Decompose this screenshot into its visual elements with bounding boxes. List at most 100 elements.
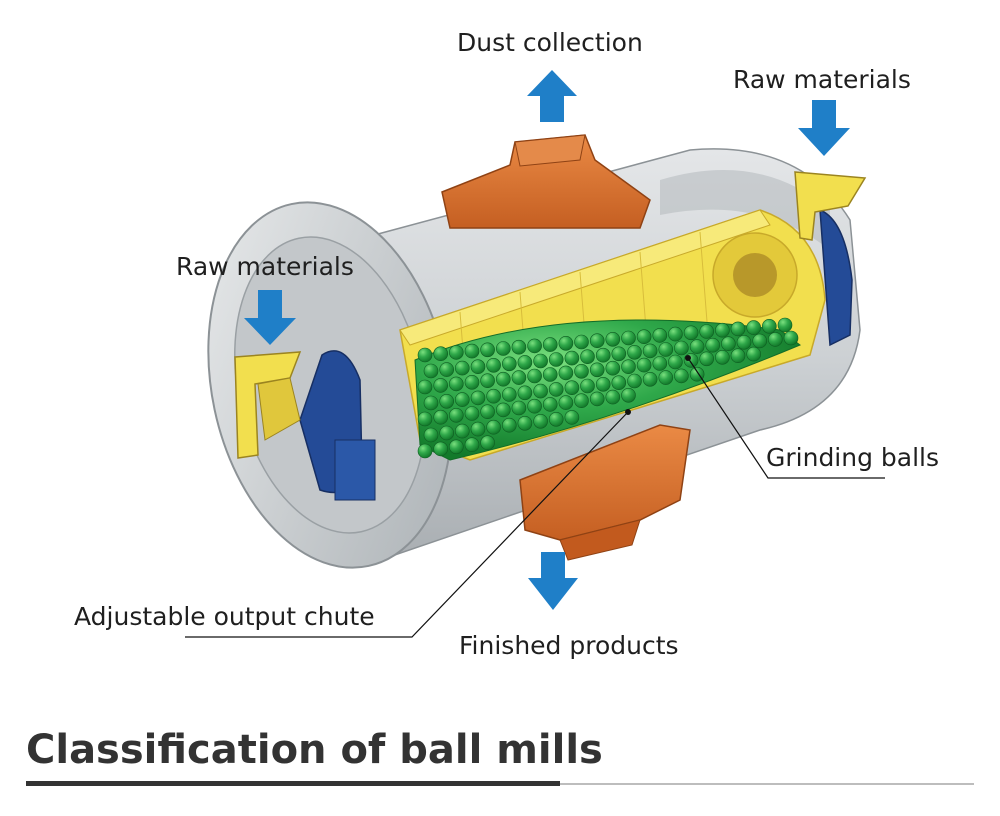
grinding-ball (470, 390, 486, 406)
grinding-ball (486, 388, 501, 404)
label-adjustable-output-chute: Adjustable output chute (74, 602, 375, 631)
grinding-ball (752, 333, 768, 349)
grinding-ball (480, 435, 495, 451)
grinding-ball (642, 371, 658, 387)
grinding-ball (705, 337, 721, 353)
grinding-ball (736, 334, 752, 350)
grinding-ball (480, 342, 495, 358)
grinding-ball (683, 353, 699, 368)
grinding-ball (730, 321, 746, 337)
grinding-ball (674, 340, 689, 356)
grinding-ball (548, 411, 564, 427)
grinding-ball (668, 326, 683, 342)
grinding-ball (652, 328, 668, 343)
grinding-ball (627, 344, 642, 360)
grinding-ball (439, 362, 455, 377)
grinding-ball (658, 342, 674, 357)
grinding-ball (517, 415, 533, 431)
arrow-dust-collection-icon (527, 70, 577, 122)
grinding-ball (527, 398, 542, 414)
grinding-ball (527, 368, 542, 384)
grinding-ball (542, 367, 558, 382)
grinding-ball (448, 439, 464, 455)
heading-rule-accent (26, 781, 560, 786)
grinding-ball (517, 385, 533, 401)
label-raw-materials-right: Raw materials (733, 65, 911, 94)
grinding-ball (642, 343, 658, 359)
grinding-ball (621, 359, 636, 375)
grinding-ball (533, 353, 548, 369)
grinding-ball (668, 354, 683, 370)
grinding-ball (511, 339, 527, 355)
grinding-ball (542, 337, 558, 352)
grinding-ball (527, 338, 542, 354)
grinding-ball (511, 400, 527, 416)
grinding-ball (464, 374, 480, 390)
grinding-ball (574, 363, 589, 379)
grinding-ball (564, 380, 580, 396)
grinding-ball (480, 373, 495, 389)
grinding-ball (715, 322, 730, 338)
grinding-ball (533, 413, 548, 429)
label-finished-products: Finished products (459, 631, 679, 660)
grinding-ball (533, 383, 548, 399)
grinding-ball (674, 368, 689, 384)
grinding-ball (433, 378, 449, 393)
arrow-raw-materials-left-icon (244, 290, 296, 345)
grinding-ball (699, 351, 715, 367)
grinding-ball (611, 375, 627, 391)
arrow-finished-products-icon (528, 552, 578, 610)
grinding-ball (627, 373, 642, 389)
output-chute (519, 424, 691, 561)
grinding-ball (658, 370, 674, 385)
grinding-ball (574, 393, 589, 409)
grinding-ball (589, 391, 605, 407)
grinding-ball (595, 347, 611, 363)
grinding-ball (574, 334, 589, 350)
grinding-ball (417, 379, 433, 395)
grinding-ball (589, 362, 605, 378)
grinding-ball (605, 389, 621, 405)
grinding-ball (605, 360, 621, 376)
grinding-ball (730, 348, 746, 364)
grinding-ball (464, 437, 480, 453)
grinding-ball (439, 425, 455, 441)
grinding-ball (761, 318, 777, 334)
grinding-ball (605, 331, 621, 347)
grinding-ball (480, 404, 495, 420)
grinding-ball (470, 421, 486, 437)
grinding-ball (652, 356, 668, 371)
arrow-raw-materials-right-icon (798, 100, 850, 156)
grinding-ball (558, 365, 574, 381)
grinding-ball (423, 427, 439, 443)
grinding-ball (486, 357, 501, 373)
grinding-ball (564, 350, 580, 366)
grinding-ball (417, 347, 433, 363)
grinding-ball (683, 325, 699, 341)
grinding-ball (423, 395, 439, 411)
grinding-ball (580, 349, 595, 365)
grinding-ball (721, 336, 736, 352)
grinding-ball (636, 329, 652, 345)
grinding-ball (783, 330, 799, 346)
grinding-ball (454, 360, 470, 376)
grinding-ball (464, 343, 480, 359)
leader-line-grinding-balls (685, 355, 885, 479)
grinding-ball (767, 332, 783, 347)
grinding-ball (580, 378, 595, 394)
leader-line-output-chute (185, 409, 631, 638)
grinding-ball (495, 341, 511, 356)
grinding-ball (501, 417, 517, 433)
grinding-ball (454, 423, 470, 439)
grinding-ball (548, 352, 564, 367)
grinding-ball (595, 376, 611, 392)
grinding-ball (501, 356, 517, 372)
label-grinding-balls: Grinding balls (766, 443, 940, 472)
grinding-ball (501, 387, 517, 402)
grinding-ball (470, 359, 486, 375)
grinding-ball (746, 346, 762, 362)
grinding-ball (464, 406, 480, 421)
grinding-ball (777, 317, 793, 333)
grinding-ball (454, 392, 470, 407)
grinding-ball (746, 320, 762, 335)
